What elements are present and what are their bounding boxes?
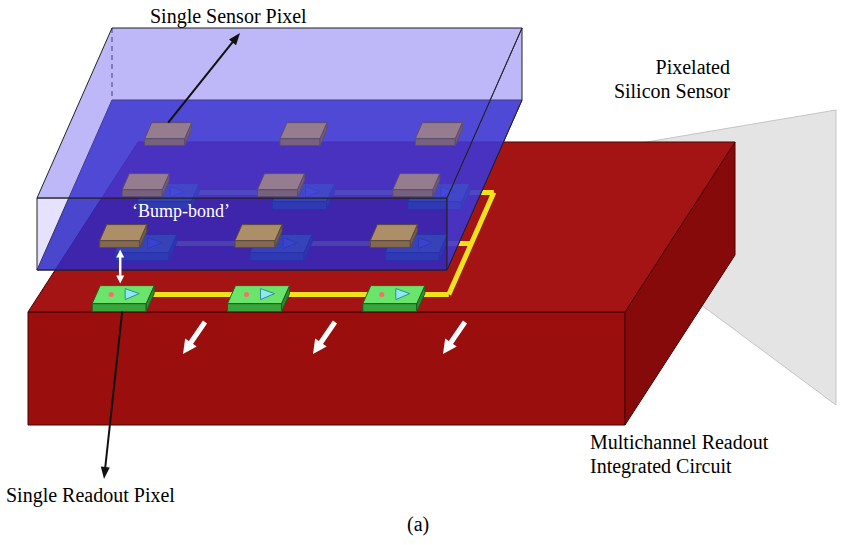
leader-line [105,312,122,470]
callout-label: Single Readout Pixel [6,483,175,507]
amplifier-symbol [396,289,410,300]
readout-pixel-front [92,304,146,312]
output-arrow-head [443,338,457,354]
output-arrow-head [183,338,197,354]
part-label: Pixelated Silicon Sensor [602,55,730,103]
readout-pixel-top [228,286,290,304]
sensor-front-face [37,198,447,270]
illustration [28,28,836,479]
figure-caption: (a) [407,512,429,536]
input-pad-dot [109,292,114,297]
leader-line-head [101,467,110,479]
bump-bond-arrow [119,256,122,277]
sensor-top-face [37,28,522,198]
output-arrow [189,322,205,345]
part-label: Multichannel Readout Integrated Circuit [590,430,790,478]
chip-front-face [28,312,625,425]
output-arrow [449,322,465,345]
readout-pixel-front [363,304,417,312]
input-pad-dot [379,292,384,297]
readout-pixel-top [363,286,425,304]
amplifier-symbol [261,289,275,300]
readout-pixel-top [92,286,154,304]
output-arrow [319,322,335,345]
callout-label: Single Sensor Pixel [150,4,307,28]
callout-label: ‘Bump-bond’ [132,201,230,221]
bump-bond-arrow-head [116,276,124,284]
leader-line [168,40,234,122]
output-arrow-head [313,338,327,354]
readout-pixel-front [228,304,282,312]
input-pad-dot [244,292,249,297]
amplifier-symbol [125,289,139,300]
bump-bond-arrow-head [116,250,124,258]
leader-line-head [229,33,240,45]
